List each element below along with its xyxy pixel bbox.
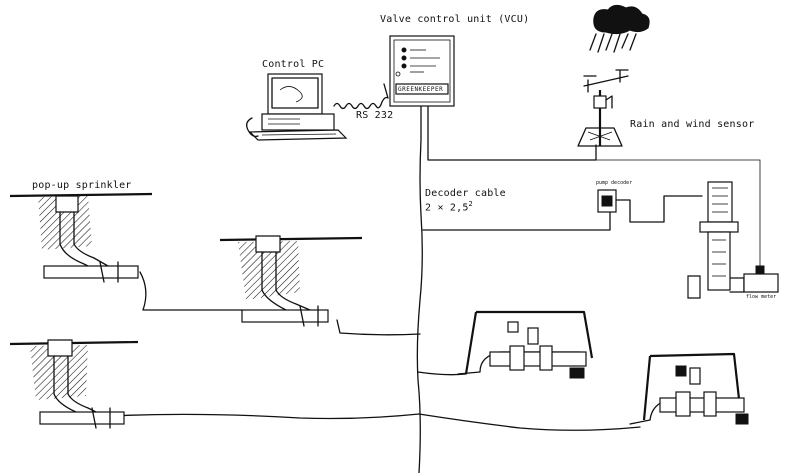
rain-wind-sensor-label: Rain and wind sensor: [630, 119, 755, 130]
pop-up-sprinkler-label: pop-up sprinkler: [32, 180, 132, 191]
rs232-label: RS 232: [356, 110, 394, 121]
vcu-label: Valve control unit (VCU): [380, 14, 530, 25]
sprinkler-1: [9, 192, 153, 283]
control-pc: [246, 73, 389, 141]
greenkeeper-logo-label: GREENKEEPER: [398, 86, 444, 93]
valve-box-1: [457, 310, 594, 379]
valve-control-unit: [389, 35, 455, 107]
pump-decoder: [597, 189, 703, 223]
pump-assembly: [687, 181, 779, 299]
decoder-cable-spec-label: 2 × 2,52: [425, 200, 473, 214]
control-pc-label: Control PC: [262, 59, 325, 70]
valve-box-2: [629, 352, 749, 425]
sprinkler-2: [219, 235, 363, 327]
pump-decoder-label: pump decoder: [596, 180, 633, 186]
rain-wind-sensor: [577, 4, 650, 147]
decoder-cable-label: Decoder cable: [425, 188, 506, 199]
decoder-cable: [109, 85, 761, 473]
sprinkler-3: [9, 339, 139, 429]
flow-meter-label: flow meter: [746, 294, 777, 300]
